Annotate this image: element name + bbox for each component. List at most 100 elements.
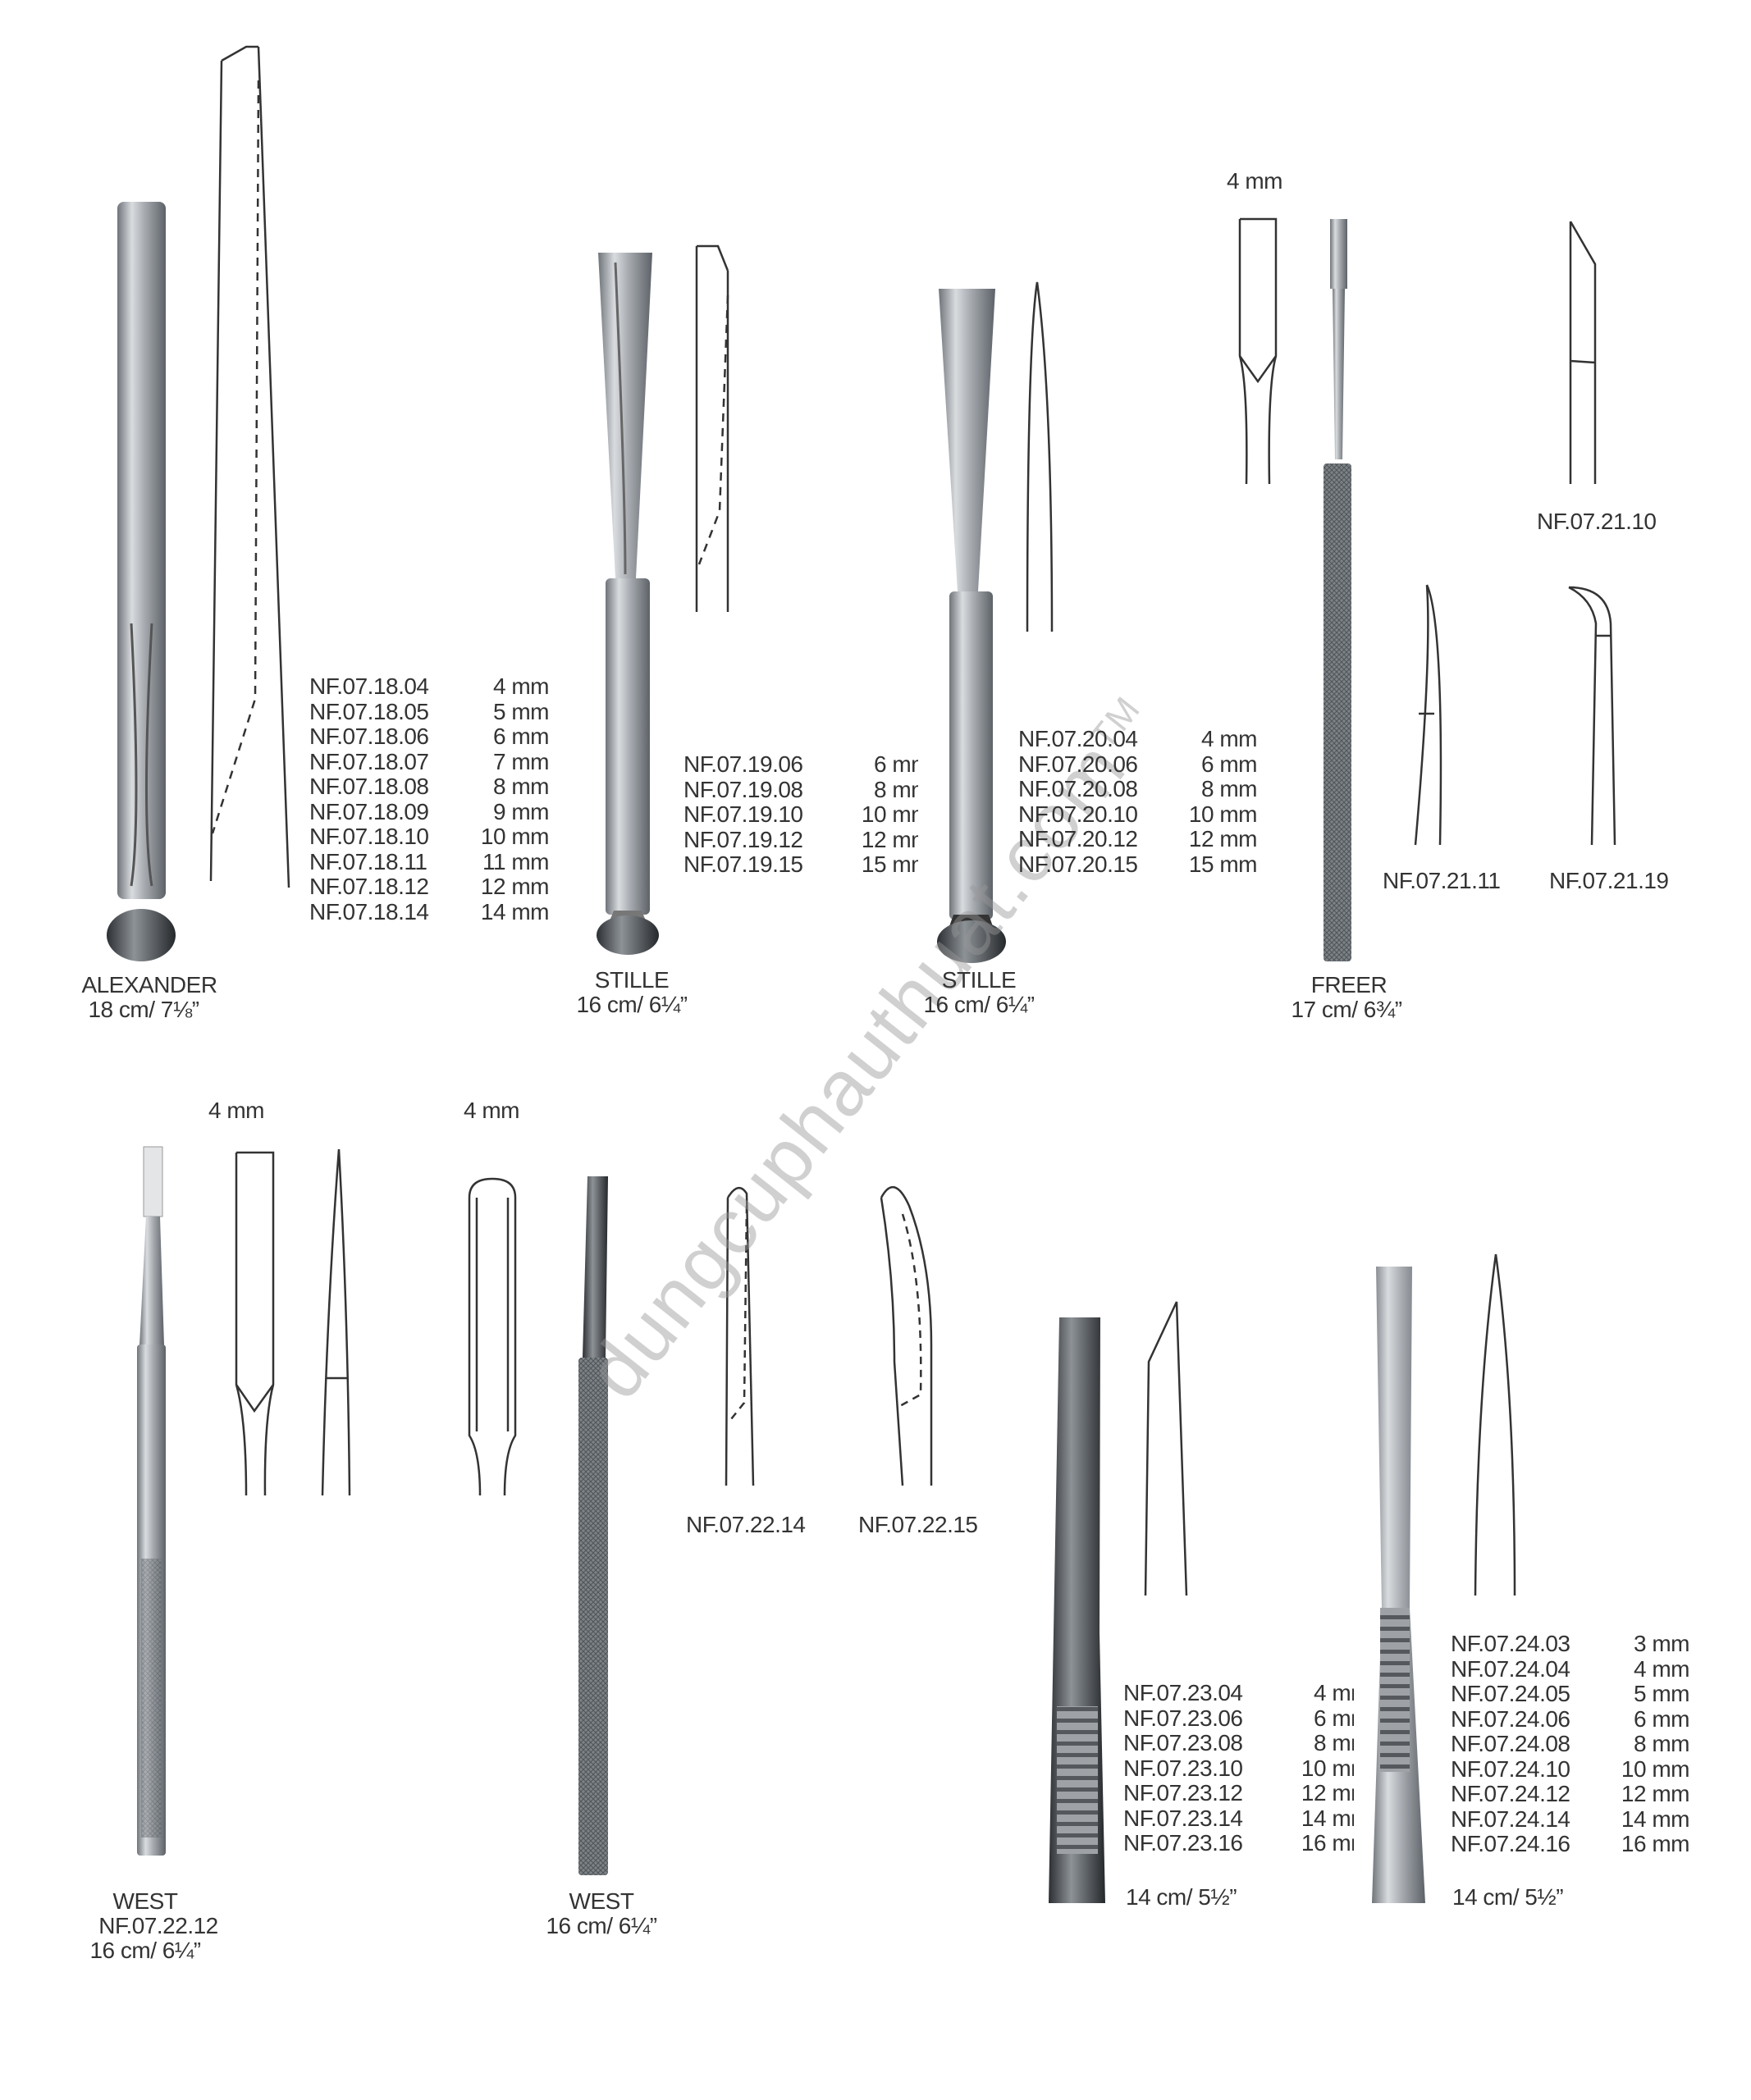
product-code: NF.07.18.14: [309, 898, 429, 924]
product-code: NF.07.24.12: [1451, 1781, 1570, 1806]
product-size: 15 mm: [1188, 851, 1257, 877]
west1-width-label: 4 mm: [208, 1098, 265, 1123]
west2-blade-drawing: [468, 1177, 517, 1496]
alexander-length: 18 cm/ 7⅛”: [88, 997, 199, 1022]
west2-name: WEST: [569, 1888, 634, 1914]
product-code: NF.07.24.06: [1451, 1705, 1570, 1732]
product-size: 12 mm: [839, 828, 918, 853]
freer-length: 17 cm/ 6¾”: [1291, 997, 1402, 1022]
product-code: NF.07.24.16: [1451, 1831, 1570, 1856]
alexander-profile-drawing: [209, 45, 290, 888]
stille1-name: STILLE: [594, 967, 670, 993]
west1-code: NF.07.22.12: [98, 1913, 218, 1938]
product-size-text: 15 mm: [861, 852, 918, 877]
product-code: NF.07.24.03: [1451, 1631, 1570, 1656]
product-size: 8 mm: [493, 774, 549, 799]
product-size: 3 mm: [1634, 1632, 1689, 1656]
product-code: NF.07.23.12: [1123, 1780, 1243, 1806]
product-size: 14 mm: [480, 899, 549, 924]
product-size: 4 mm: [1634, 1656, 1689, 1682]
product-size: 10 mm: [839, 802, 918, 828]
product-size-text: 14 mm: [1301, 1806, 1354, 1831]
chisel23-code-table: NF.07.23.04 4 mm NF.07.23.06 6 mmNF.07.23.0…: [1123, 1680, 1354, 1856]
west1-name: WEST: [112, 1888, 178, 1914]
product-code: NF.07.20.06: [1018, 751, 1138, 777]
product-size: 6 mm: [839, 752, 918, 778]
product-size: 14 mm: [1621, 1806, 1689, 1832]
product-size: 4 mm: [1201, 727, 1257, 751]
product-code: NF.07.18.09: [309, 798, 429, 824]
product-size: 5 mm: [1634, 1682, 1689, 1706]
product-size: 8 mm: [1279, 1731, 1354, 1756]
product-size-text: 8 mm: [1314, 1731, 1354, 1755]
product-size: 6 mm: [493, 724, 549, 749]
product-size: 8 mm: [1201, 777, 1257, 801]
west1-side-drawing: [321, 1148, 351, 1496]
product-size: 12 mm: [1621, 1782, 1689, 1806]
code-row: NF.07.23.14 14 mm: [1123, 1806, 1354, 1832]
product-code: NF.07.19.06: [683, 751, 803, 777]
freer-variant-code: NF.07.21.19: [1549, 868, 1669, 893]
product-size: 6 mm: [1201, 751, 1257, 777]
alexander-name: ALEXANDER: [81, 972, 217, 998]
product-size: 4 mm: [1279, 1681, 1354, 1706]
west1-blade-drawing: [235, 1151, 275, 1496]
code-row: NF.07.19.088 mm: [683, 776, 918, 803]
product-size: 7 mm: [493, 749, 549, 774]
code-row: NF.07.20.06 6 mm: [1018, 751, 1257, 778]
west2-width-label: 4 mm: [464, 1098, 520, 1123]
product-code: NF.07.18.10: [309, 824, 429, 849]
product-code: NF.07.23.04: [1123, 1680, 1243, 1705]
stille1-profile-drawing: [695, 244, 729, 612]
code-row: NF.07.18.08 8 mm: [309, 774, 549, 800]
product-code: NF.07.23.06: [1123, 1705, 1243, 1731]
product-code: NF.07.24.10: [1451, 1755, 1570, 1782]
product-code: NF.07.18.08: [309, 774, 429, 799]
alexander-gouge-image: [107, 202, 176, 961]
freer-chisel-image: [1324, 219, 1351, 961]
chisel24-profile-drawing: [1474, 1253, 1516, 1596]
product-code: NF.07.18.04: [309, 673, 429, 699]
freer-variant-21-11-drawing: [1414, 584, 1442, 846]
west2-length: 16 cm/ 6¼”: [546, 1913, 657, 1938]
product-code: NF.07.23.14: [1123, 1805, 1243, 1831]
chisel23-profile-drawing: [1144, 1301, 1188, 1596]
product-size: 10 mm: [1188, 801, 1257, 827]
product-size-text: 6 mm: [1314, 1705, 1354, 1731]
west2-gouge-image: [578, 1176, 608, 1875]
product-code: NF.07.18.06: [309, 724, 429, 749]
product-size-text: 10 mm: [1301, 1755, 1354, 1781]
code-row: NF.07.23.088 mm: [1123, 1730, 1354, 1756]
product-size-text: 4 mm: [1314, 1681, 1354, 1705]
product-size-text: 12 mm: [861, 827, 918, 852]
code-row: NF.07.23.04 4 mm: [1123, 1680, 1354, 1706]
product-size: 11 mm: [482, 849, 549, 874]
chisel24-image: [1372, 1267, 1425, 1903]
freer-variant-21-10-drawing: [1569, 221, 1597, 484]
code-row: NF.07.18.14 14 mm: [309, 898, 549, 925]
code-row: NF.07.23.06 6 mm: [1123, 1705, 1354, 1732]
product-code: NF.07.19.08: [683, 776, 803, 802]
freer-blade-drawing: [1238, 217, 1278, 485]
